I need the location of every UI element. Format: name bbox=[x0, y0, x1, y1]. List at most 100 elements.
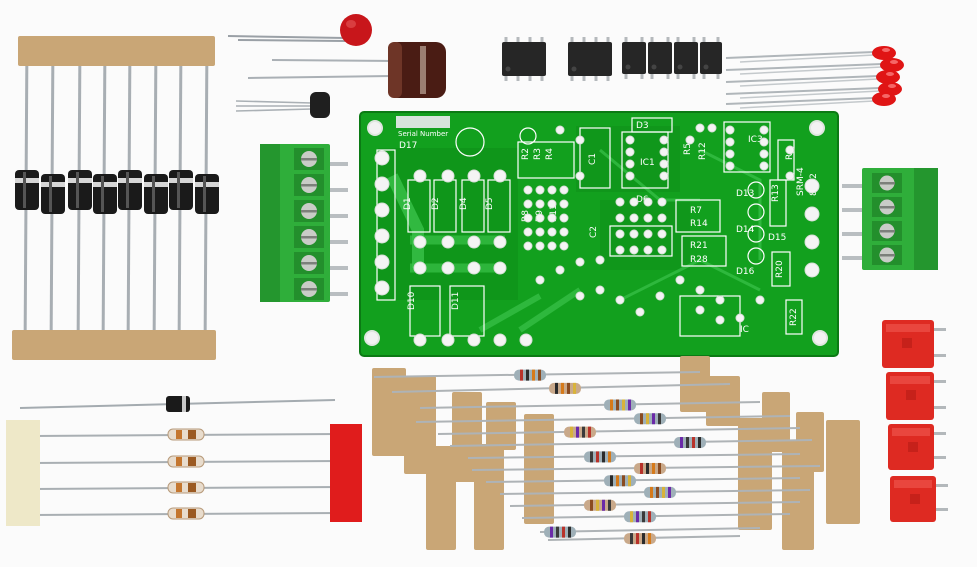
resistor bbox=[564, 426, 596, 438]
pcb-pad bbox=[374, 280, 390, 296]
pcb-pad bbox=[575, 171, 585, 181]
led-lead bbox=[739, 78, 879, 87]
cathode-band bbox=[169, 178, 193, 183]
terminal-block-right bbox=[842, 168, 938, 270]
screw-slot bbox=[301, 288, 317, 291]
screw-slot bbox=[301, 158, 317, 161]
axial-diode bbox=[15, 170, 39, 210]
pcb-pad bbox=[575, 257, 585, 267]
pcb-pad bbox=[559, 213, 569, 223]
cap-highlight bbox=[894, 480, 932, 488]
screw-slot bbox=[301, 236, 317, 239]
pcb-pad bbox=[535, 213, 545, 223]
resistor-band bbox=[622, 475, 625, 487]
cap-highlight bbox=[890, 376, 930, 384]
resistor-band bbox=[556, 526, 559, 538]
resistor-band bbox=[520, 369, 523, 381]
cap-lead bbox=[932, 432, 946, 435]
pcb-pad bbox=[523, 213, 533, 223]
pcb-pad bbox=[675, 275, 685, 285]
diode-highlight bbox=[23, 172, 26, 208]
pcb-ref-label: D4 bbox=[459, 197, 469, 210]
cathode-band bbox=[195, 182, 219, 187]
pcb-pad bbox=[535, 185, 545, 195]
terminal-pin bbox=[328, 162, 348, 166]
led bbox=[880, 58, 904, 72]
pcb-pad bbox=[493, 169, 507, 183]
pcb-pad bbox=[655, 291, 665, 301]
pcb-pad bbox=[519, 333, 533, 347]
pcb-ref-label: R22 bbox=[789, 308, 799, 326]
glass-diode bbox=[167, 481, 205, 494]
cap-marking bbox=[902, 338, 912, 348]
screw-slot bbox=[880, 230, 895, 233]
led-lead bbox=[739, 66, 883, 75]
resistor-lead bbox=[509, 501, 801, 507]
single-diode bbox=[19, 396, 336, 412]
pcb-pad bbox=[555, 125, 565, 135]
pcb-pad bbox=[467, 333, 481, 347]
tape bbox=[706, 376, 740, 426]
pcb-ref-label: R2 bbox=[521, 148, 531, 160]
pcb-pad bbox=[659, 171, 669, 181]
pcb-ref-label: D14 bbox=[736, 225, 755, 235]
resistor bbox=[624, 511, 656, 523]
resistor-lead bbox=[437, 427, 801, 435]
pcb-ref-label: R3 bbox=[533, 148, 543, 160]
screw-slot bbox=[880, 182, 895, 185]
ic-pin bbox=[666, 73, 670, 79]
pcb-pad bbox=[493, 333, 507, 347]
pcb-pad bbox=[785, 145, 795, 155]
led-lead bbox=[725, 63, 883, 71]
dip-ics bbox=[502, 37, 722, 81]
terminal-pin bbox=[328, 292, 348, 296]
resistor-band bbox=[532, 369, 535, 381]
cap-lead bbox=[932, 456, 946, 459]
pcb-pad bbox=[559, 241, 569, 251]
cap-highlight bbox=[886, 324, 930, 332]
pcb-ref-label: D16 bbox=[736, 267, 755, 277]
terminal-pin bbox=[842, 256, 864, 260]
pcb-pad bbox=[374, 228, 390, 244]
pcb-pad bbox=[559, 185, 569, 195]
pcb-pad bbox=[374, 150, 390, 166]
ic-pin bbox=[528, 37, 532, 43]
film-capacitors bbox=[882, 320, 948, 522]
pcb-pad bbox=[725, 161, 735, 171]
pcb-pad bbox=[657, 213, 667, 223]
ic-pin bbox=[702, 37, 706, 43]
pcb-pad bbox=[657, 229, 667, 239]
resistor bbox=[549, 382, 581, 394]
screw-slot bbox=[880, 254, 895, 257]
resistor-band bbox=[656, 486, 659, 498]
resistor-band bbox=[568, 526, 571, 538]
resistor-lead bbox=[467, 453, 801, 459]
resistor-band bbox=[588, 426, 591, 438]
resistor-band bbox=[698, 437, 701, 449]
ic-notch bbox=[703, 64, 709, 70]
pcb-pad bbox=[625, 159, 635, 169]
axial-diode bbox=[93, 174, 117, 214]
pcb-ref-label: D5 bbox=[485, 197, 495, 210]
electrolytic-capacitor bbox=[247, 42, 446, 98]
resistor-band bbox=[652, 462, 655, 474]
pcb-pad bbox=[755, 295, 765, 305]
resistor-band bbox=[648, 511, 651, 523]
diode-highlight bbox=[76, 172, 79, 208]
resistor-lead bbox=[485, 477, 801, 483]
axial-diode bbox=[169, 170, 193, 210]
terminal-pin bbox=[328, 266, 348, 270]
pcb-pad bbox=[547, 227, 557, 237]
pcb-pad bbox=[595, 285, 605, 295]
resistor bbox=[604, 399, 636, 411]
ceramic-capacitor bbox=[227, 14, 372, 46]
pcb-ref-label: R4 bbox=[545, 148, 555, 160]
pcb-pad bbox=[625, 135, 635, 145]
pcb-pad bbox=[535, 241, 545, 251]
resistor-band bbox=[582, 426, 585, 438]
pcb-ref-label: IC3 bbox=[748, 135, 763, 145]
diode-highlight bbox=[203, 176, 206, 212]
pcb-pad bbox=[707, 123, 717, 133]
led bbox=[872, 92, 896, 106]
